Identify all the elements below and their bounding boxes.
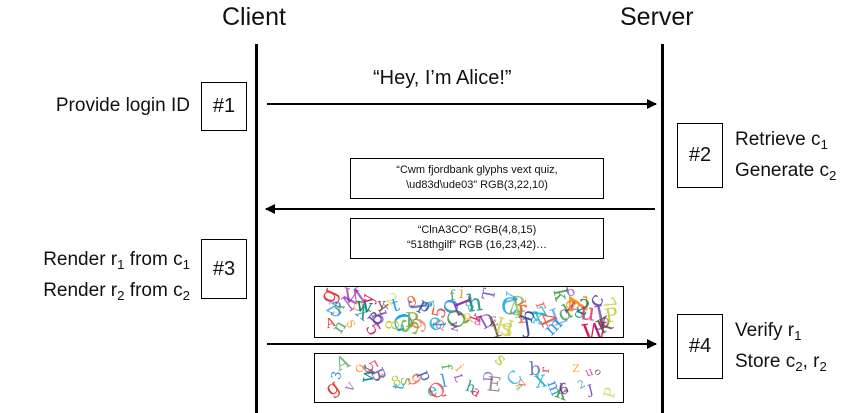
step3-line1: Render r1 from c1 (43, 249, 190, 272)
render-glyph: t (389, 294, 402, 318)
step4-box: #4 (677, 314, 723, 379)
challenge-c1-box: “Cwm fjordbank glyphs vext quiz, \ud83d\… (350, 158, 604, 199)
client-heading: Client (222, 3, 286, 31)
c1-line1: “Cwm fjordbank glyphs vext quiz, (396, 164, 558, 176)
render-glyph: r (538, 366, 553, 374)
render-glyph: o (591, 365, 605, 379)
step3-box: #3 (201, 239, 247, 299)
step2-box: #2 (677, 123, 723, 188)
render-glyph: y (377, 296, 386, 313)
render-glyph: f (437, 362, 455, 371)
render-glyph: V (343, 380, 359, 394)
render-glyph: w (447, 320, 464, 332)
render-glyph: E (485, 372, 503, 397)
step2-line2: Generate c2 (735, 159, 837, 183)
step1-line1: Provide login ID (55, 95, 190, 116)
step1-box: #1 (201, 82, 247, 131)
render-glyph: s (490, 353, 511, 371)
step4-line2: Store c2, r2 (735, 350, 827, 374)
render-glyph: l (428, 322, 448, 328)
render-glyph: i (457, 286, 465, 303)
step2-label: Retrieve c1 Generate c2 (735, 127, 836, 189)
c2-line1: “ClnA3CO” RGB(4,8,15) (417, 224, 537, 236)
step3-label: Render r1 from c1 Render r2 from c2 (0, 247, 190, 309)
challenge-c2-box: “ClnA3CO” RGB(4,8,15) “518thgilf” RGB (1… (350, 218, 604, 259)
server-heading: Server (620, 3, 694, 31)
step4-label: Verify r1 Store c2, r2 (735, 318, 827, 380)
server-lifeline (661, 44, 664, 413)
step3-line2: Render r2 from c2 (43, 279, 190, 303)
render-glyph: P (603, 302, 621, 328)
step2-line1: Retrieve c1 (735, 129, 828, 152)
step1-label: Provide login ID (20, 93, 190, 119)
hey-message: “Hey, I’m Alice!” (373, 67, 512, 89)
render-glyph: J (586, 382, 596, 399)
client-lifeline (255, 44, 258, 413)
render-glyph: Z (572, 363, 580, 375)
render-glyph: P (599, 385, 620, 401)
c1-line2: \ud83d\ude03” RGB(3,22,10) (406, 179, 548, 191)
step4-line1: Verify r1 (735, 320, 802, 343)
c2-line2: “518thgilf” RGB (16,23,42)… (406, 239, 547, 251)
